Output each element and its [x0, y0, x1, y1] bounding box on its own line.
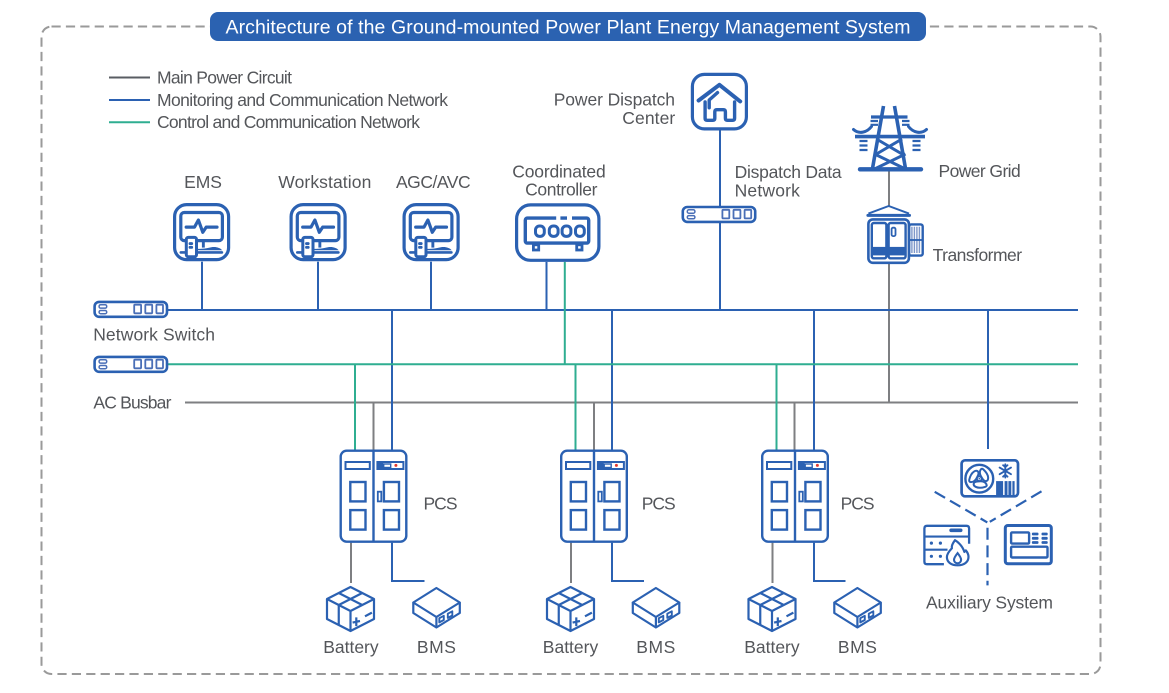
- svg-text:Power Grid: Power Grid: [939, 161, 1021, 181]
- svg-text:Network: Network: [735, 180, 801, 200]
- svg-text:PCS: PCS: [642, 494, 676, 514]
- svg-text:Transformer: Transformer: [933, 245, 1023, 265]
- svg-text:Battery: Battery: [744, 637, 800, 657]
- svg-text:Architecture of the Ground-mou: Architecture of the Ground-mounted Power…: [226, 17, 911, 39]
- svg-text:PCS: PCS: [841, 494, 875, 514]
- svg-text:BMS: BMS: [838, 637, 877, 657]
- svg-text:Power Dispatch: Power Dispatch: [554, 90, 675, 110]
- svg-text:Controller: Controller: [525, 180, 597, 200]
- svg-text:Network Switch: Network Switch: [93, 324, 215, 344]
- svg-text:AGC/AVC: AGC/AVC: [396, 172, 471, 192]
- svg-text:Workstation: Workstation: [278, 172, 371, 192]
- svg-text:Coordinated: Coordinated: [512, 161, 605, 181]
- svg-text:BMS: BMS: [636, 637, 675, 657]
- svg-text:EMS: EMS: [184, 172, 222, 192]
- svg-text:Auxiliary System: Auxiliary System: [926, 593, 1053, 613]
- svg-text:AC Busbar: AC Busbar: [93, 392, 171, 412]
- svg-text:Battery: Battery: [323, 637, 379, 657]
- svg-text:Battery: Battery: [543, 637, 599, 657]
- svg-text:Dispatch Data: Dispatch Data: [735, 162, 842, 182]
- svg-text:BMS: BMS: [417, 637, 456, 657]
- svg-text:Monitoring and Communication N: Monitoring and Communication Network: [157, 90, 448, 110]
- svg-text:Center: Center: [622, 108, 675, 128]
- svg-text:PCS: PCS: [424, 494, 458, 514]
- svg-text:Control and Communication Netw: Control and Communication Network: [157, 112, 420, 132]
- svg-text:Main Power Circuit: Main Power Circuit: [157, 68, 292, 88]
